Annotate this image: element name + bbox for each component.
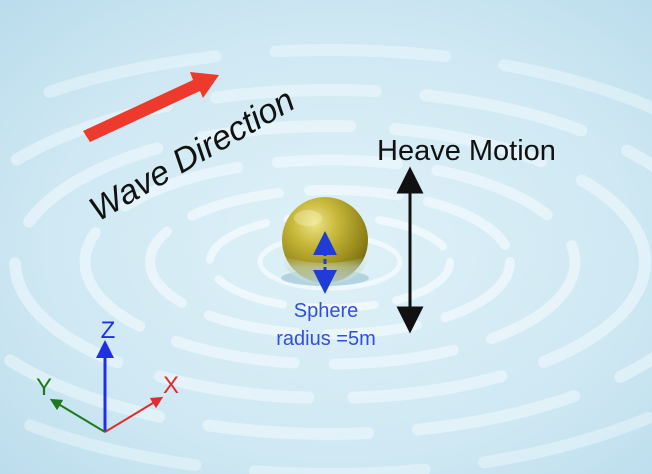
x-axis-arrow xyxy=(104,396,164,433)
sphere xyxy=(281,197,369,286)
y-axis-label: Y xyxy=(36,374,52,401)
coordinate-axes: Z X Y xyxy=(36,317,179,433)
sphere-label-line1: Sphere xyxy=(294,300,359,322)
sphere-label-line2: radius =5m xyxy=(276,328,376,350)
x-axis-label: X xyxy=(163,372,179,399)
z-axis-label: Z xyxy=(101,317,116,344)
heave-motion-label: Heave Motion xyxy=(377,135,556,167)
y-axis-arrow xyxy=(49,398,106,433)
wave-direction-arrow xyxy=(83,72,219,142)
